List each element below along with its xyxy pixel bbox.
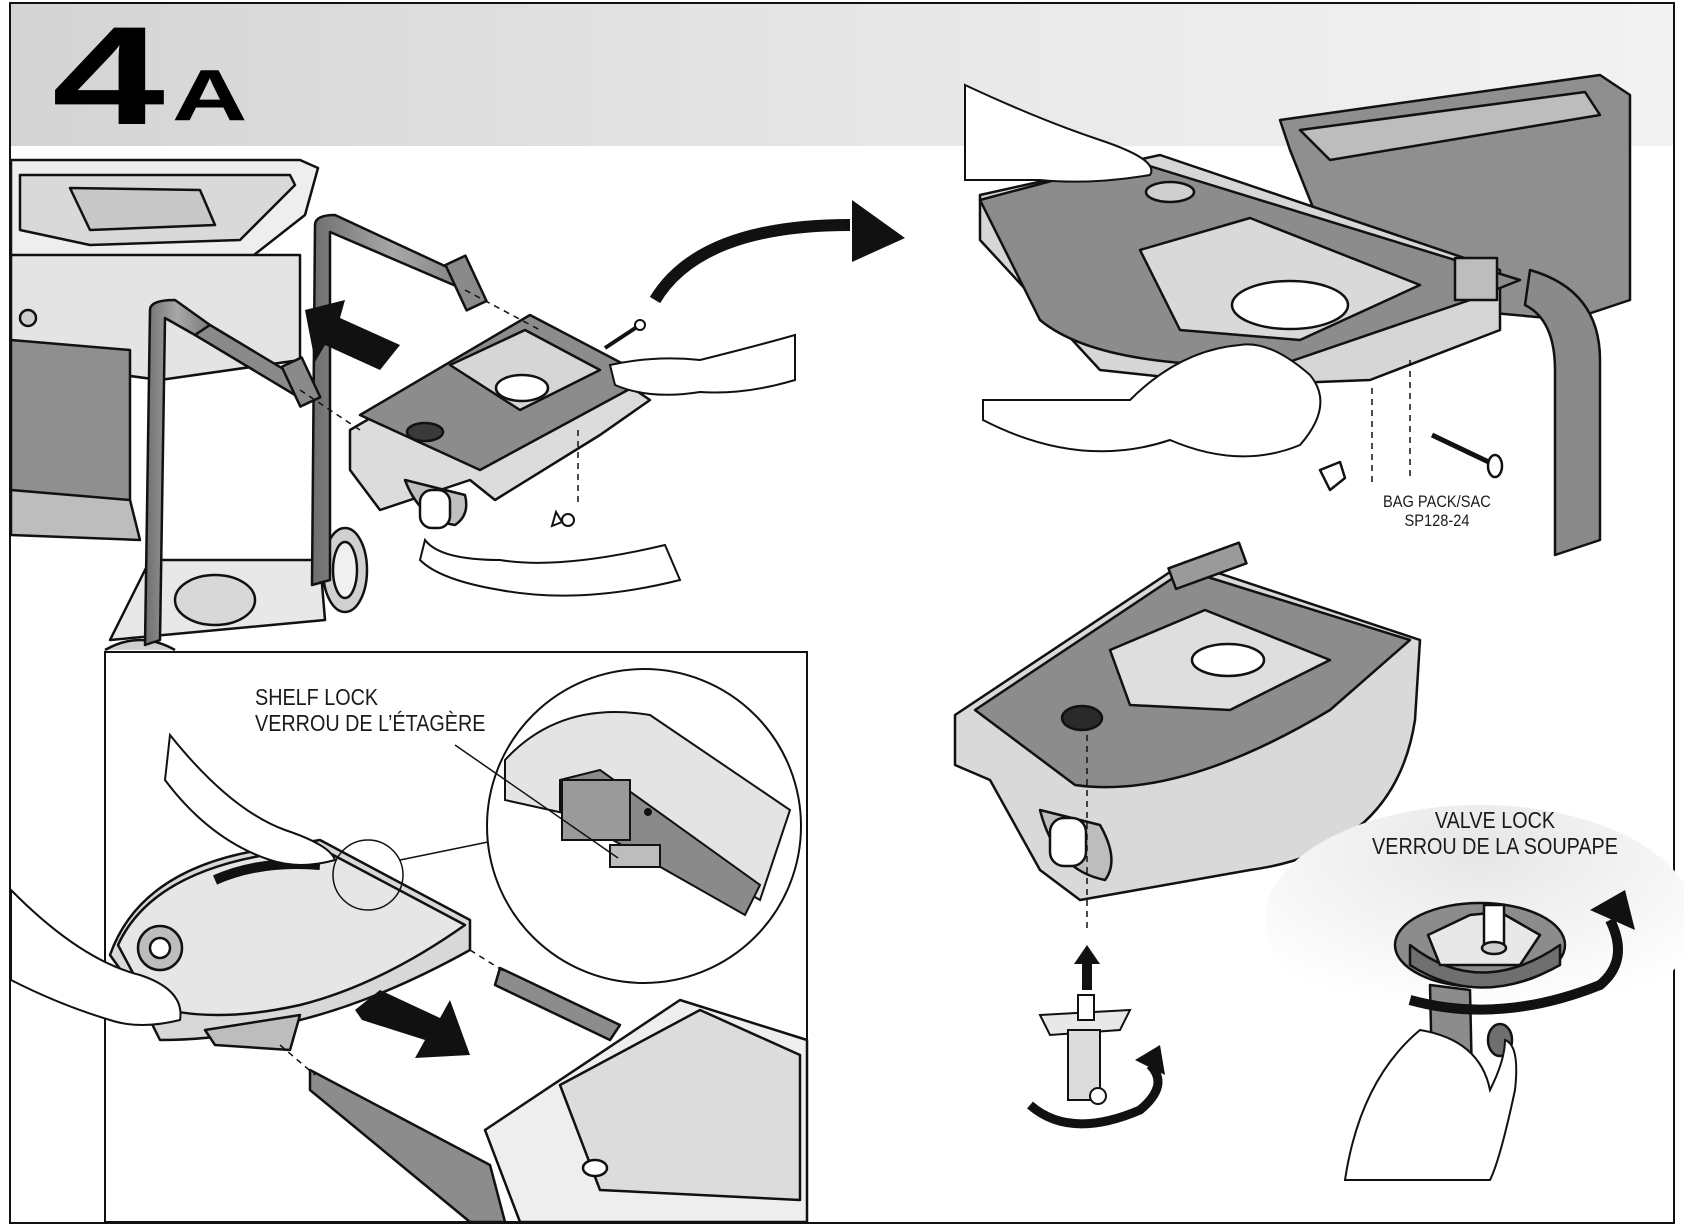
grill-frame-illustration	[9, 158, 488, 652]
rotate-arrow-icon	[1408, 890, 1635, 1015]
screw-icon	[603, 319, 646, 350]
hand-icon	[10, 732, 337, 1026]
valve-lock-label: VALVE LOCK VERROU DE LA SOUPAPE	[1353, 807, 1637, 860]
hand-icon	[1343, 1028, 1518, 1181]
shelf-lock-label: SHELF LOCK VERROU DE L’ÉTAGÈRE	[255, 684, 486, 737]
bag-pack-line2: SP128-24	[1404, 511, 1470, 531]
up-arrow-icon	[1074, 945, 1100, 990]
bag-pack-label: BAG PACK/SAC SP128-24	[1383, 492, 1491, 530]
detail-callout-source	[332, 839, 404, 911]
shelf-underside-illustration	[953, 541, 1422, 902]
valve-lock-line2: VERROU DE LA SOUPAPE	[1372, 832, 1618, 859]
side-shelf-attaching	[348, 313, 652, 530]
alignment-guides	[299, 289, 579, 505]
shelf-closeup-illustration	[978, 73, 1632, 557]
shelf-lock-zoom-circle	[486, 668, 802, 984]
hand-icon	[418, 333, 796, 597]
step-suffix: A	[172, 56, 248, 136]
step-number: 4	[52, 0, 165, 154]
valve-lock-line1: VALVE LOCK	[1434, 807, 1556, 833]
page-frame	[9, 2, 1675, 1224]
alignment-guides	[279, 949, 506, 1076]
push-arrow-icon	[305, 300, 400, 370]
valve-icon	[1038, 994, 1132, 1105]
hand-icon	[964, 83, 1322, 458]
callout-leader	[399, 841, 489, 861]
rotate-arrow-icon	[1027, 1045, 1165, 1129]
flip-arrow-icon	[649, 200, 905, 304]
shelf-lock-line2: VERROU DE L’ÉTAGÈRE	[255, 709, 486, 736]
wing-nut-icon	[550, 509, 575, 528]
shelf-lock-leader	[454, 744, 619, 859]
pull-arrow-icon	[355, 990, 470, 1058]
shelf-lock-line1: SHELF LOCK	[255, 684, 379, 710]
bag-pack-line1: BAG PACK/SAC	[1383, 492, 1491, 511]
bolt-guides	[1371, 360, 1411, 482]
